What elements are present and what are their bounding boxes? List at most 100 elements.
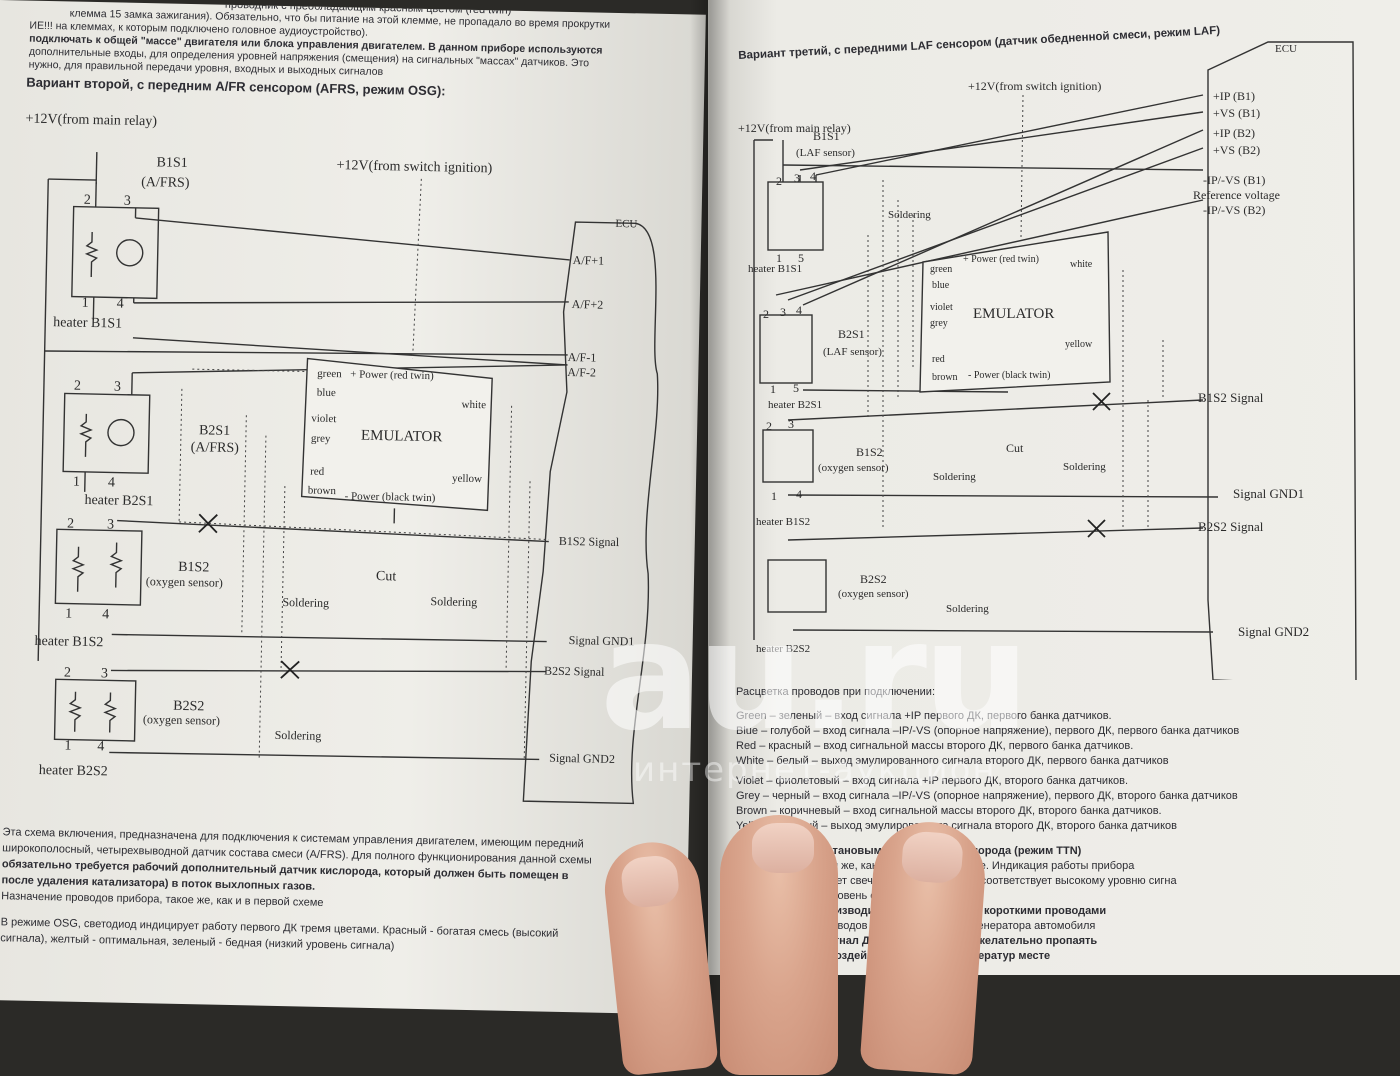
b2s1-sensor xyxy=(63,393,150,473)
right-brown: brown xyxy=(932,372,958,383)
right-pin-4b: 4 xyxy=(796,303,802,317)
right-pin-2b: 2 xyxy=(763,307,769,321)
right-wiring-diagram: +12V(from main relay) +12V(from switch i… xyxy=(708,0,1400,680)
left-af1m: A/F-1 xyxy=(568,350,597,365)
right-vsb2: +VS (B2) xyxy=(1213,143,1260,157)
left-b2s1-label: B2S1 xyxy=(199,423,230,439)
right-yellow: yellow xyxy=(1065,339,1093,350)
right-violet: violet xyxy=(930,302,953,313)
left-pin-4d: 4 xyxy=(97,739,104,754)
right-b1s2-signal: B1S2 Signal xyxy=(1198,390,1264,405)
left-pin-1c: 1 xyxy=(65,607,72,622)
right-blue: blue xyxy=(932,280,950,291)
left-white: white xyxy=(461,399,486,412)
left-pin-3a: 3 xyxy=(124,194,131,209)
right-pin-1a: 1 xyxy=(776,251,782,265)
left-bottom-text-5: Назначение проводов прибора, такое же, к… xyxy=(1,890,323,910)
right-b1s1-type: (LAF sensor) xyxy=(796,147,855,159)
left-12v-main: +12V(from main relay) xyxy=(25,112,157,130)
left-power-black: - Power (black twin) xyxy=(345,490,436,504)
left-b1s1-type: (A/FRS) xyxy=(141,175,190,191)
left-pin-4b: 4 xyxy=(108,475,115,490)
left-soldering-2: Soldering xyxy=(430,594,477,609)
left-b1s2-signal: B1S2 Signal xyxy=(559,534,620,549)
right-pin-3b: 3 xyxy=(780,305,786,319)
right-ipvsb2: -IP/-VS (B2) xyxy=(1203,203,1265,217)
right-ipb2: +IP (B2) xyxy=(1213,126,1255,140)
right-pin-5b: 5 xyxy=(793,381,799,395)
right-soldering-2: Soldering xyxy=(933,471,976,483)
right-b1s2-type: (oxygen sensor) xyxy=(818,462,889,474)
right-heater-b2s1: heater B2S1 xyxy=(768,399,822,411)
right-emulator-label: EMULATOR xyxy=(973,306,1054,322)
left-pin-3b: 3 xyxy=(114,379,121,394)
left-b2s2-signal: B2S2 Signal xyxy=(544,664,605,679)
right-ref: Reference voltage xyxy=(1193,188,1280,202)
left-b1s2-label: B1S2 xyxy=(178,560,209,576)
right-12v-switch: +12V(from switch ignition) xyxy=(968,79,1101,93)
right-b2s1-sensor xyxy=(760,315,812,383)
b1s2-sensor xyxy=(55,529,142,605)
right-b1s1-sensor xyxy=(768,182,823,250)
left-pin-1a: 1 xyxy=(82,296,89,311)
left-grey: grey xyxy=(311,433,331,445)
left-blue: blue xyxy=(317,387,336,399)
left-pin-2c: 2 xyxy=(67,517,74,532)
right-heater-b1s2: heater B1S2 xyxy=(756,516,810,528)
right-b2s2-signal: B2S2 Signal xyxy=(1198,519,1264,534)
watermark-logo: au.ru xyxy=(600,590,1026,764)
finger-right xyxy=(859,818,988,1075)
right-gnd2: Signal GND2 xyxy=(1238,624,1309,639)
left-pin-3c: 3 xyxy=(107,517,114,532)
right-pin-1b: 1 xyxy=(770,382,776,396)
left-b2s2-type: (oxygen sensor) xyxy=(143,712,220,728)
left-page: проводник с преобладающим красным цветом… xyxy=(0,0,706,1015)
right-green: green xyxy=(930,264,952,275)
left-brown: brown xyxy=(308,485,337,498)
left-af2p: A/F+2 xyxy=(572,297,604,312)
left-12v-switch: +12V(from switch ignition) xyxy=(336,158,492,176)
right-pin-3a: 3 xyxy=(794,171,800,185)
b2s2-sensor xyxy=(55,679,136,741)
left-ecu-label: ECU xyxy=(615,218,637,230)
left-violet: violet xyxy=(311,413,336,426)
right-pin-5a: 5 xyxy=(798,251,804,265)
left-b1s1-label: B1S1 xyxy=(156,155,187,171)
finger-middle xyxy=(720,815,838,1075)
right-cut-label: Cut xyxy=(1006,441,1024,455)
legend-line-8: Brown – коричневый – вход сигнальной мас… xyxy=(736,805,1162,818)
right-ipb1: +IP (B1) xyxy=(1213,89,1255,103)
right-power-black: - Power (black twin) xyxy=(968,370,1050,381)
right-ipvsb1: -IP/-VS (B1) xyxy=(1203,173,1265,187)
left-soldering-3: Soldering xyxy=(275,728,322,743)
right-b2s1-type: (LAF sensor) xyxy=(823,346,882,358)
right-white: white xyxy=(1070,259,1093,270)
right-b1s1-label: B1S1 xyxy=(813,129,840,143)
left-yellow: yellow xyxy=(452,473,482,486)
right-vsb1: +VS (B1) xyxy=(1213,106,1260,120)
left-pin-4a: 4 xyxy=(117,297,124,312)
right-pin-2c: 2 xyxy=(766,419,772,433)
left-b2s1-type: (A/FRS) xyxy=(191,440,240,456)
right-power-red: + Power (red twin) xyxy=(963,254,1039,265)
right-soldering-1: Soldering xyxy=(888,209,931,221)
right-gnd1: Signal GND1 xyxy=(1233,486,1304,501)
left-pin-4c: 4 xyxy=(102,607,109,622)
right-b2s1-label: B2S1 xyxy=(838,327,865,341)
left-pin-1b: 1 xyxy=(73,475,80,490)
right-pin-1c: 1 xyxy=(771,489,777,503)
left-pin-2b: 2 xyxy=(74,379,81,394)
left-heater-b1s1: heater B1S1 xyxy=(53,315,122,331)
left-pin-2a: 2 xyxy=(84,193,91,208)
b1s1-sensor xyxy=(72,207,159,299)
right-ecu-label: ECU xyxy=(1275,43,1297,55)
right-b1s2-sensor xyxy=(763,430,813,482)
right-pin-4a: 4 xyxy=(810,169,816,183)
right-pin-2a: 2 xyxy=(776,174,782,188)
watermark-sub: интернет-аукцион xyxy=(633,750,997,790)
left-heater-b1s2: heater B1S2 xyxy=(34,634,103,650)
right-pin-4c: 4 xyxy=(796,487,802,501)
left-pin-1d: 1 xyxy=(64,739,71,754)
left-cut-label: Cut xyxy=(376,569,397,584)
right-b2s2-label: B2S2 xyxy=(860,572,887,586)
